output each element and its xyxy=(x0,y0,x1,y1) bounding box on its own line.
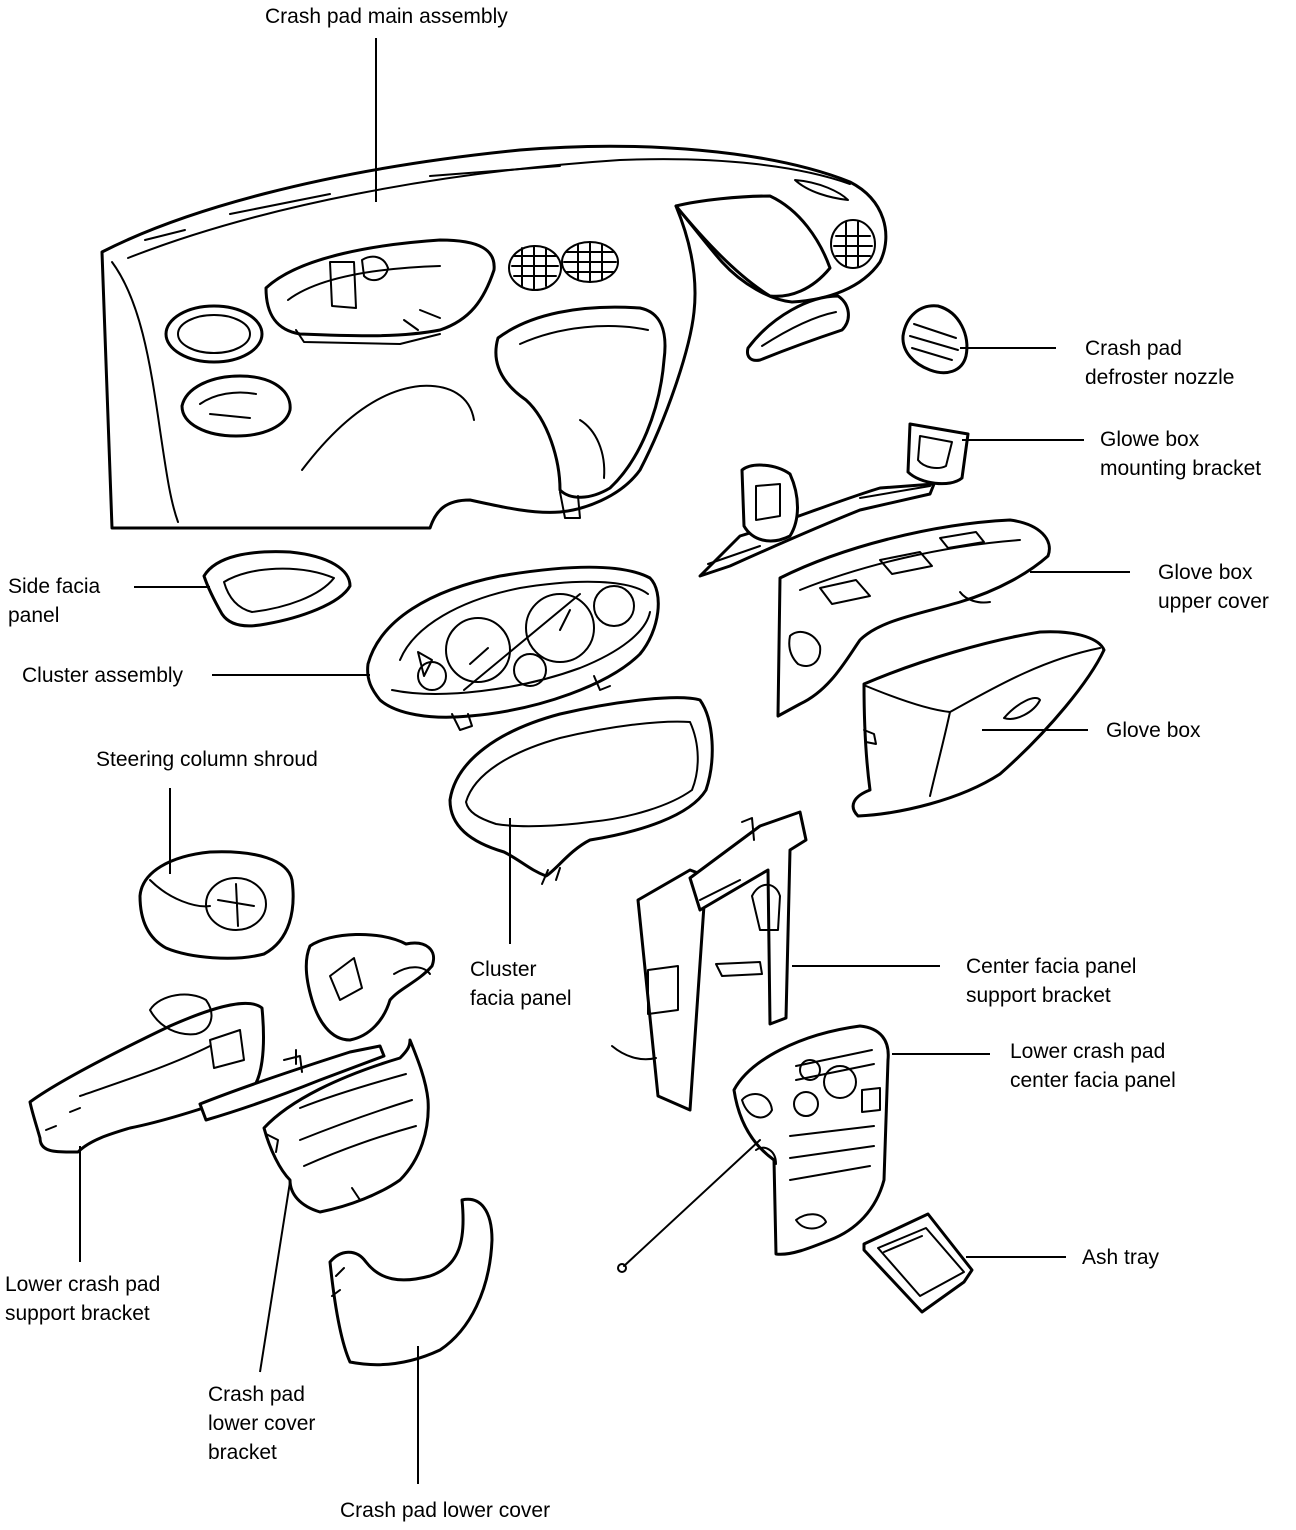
label-text: Crash pad main assembly xyxy=(265,5,508,28)
side-facia-panel xyxy=(202,550,352,628)
label-glove-box: Glove box xyxy=(1106,716,1201,745)
label-line: Glove box xyxy=(1158,561,1253,584)
label-line: Lower crash pad xyxy=(5,1273,161,1296)
label-line: Lower crash pad xyxy=(1010,1040,1166,1063)
center-vents xyxy=(508,241,619,291)
center-facia-panel-support-bracket xyxy=(611,810,808,1112)
label-glove-box-mounting-bracket: Glowe box mounting bracket xyxy=(1100,425,1261,483)
label-line: Glowe box xyxy=(1100,428,1200,451)
label-line: Crash pad xyxy=(1085,337,1182,360)
lower-crash-pad-support-bracket xyxy=(28,932,435,1154)
label-line: bracket xyxy=(208,1441,277,1464)
label-side-facia-panel: Side facia panel xyxy=(8,572,100,630)
label-line: panel xyxy=(8,604,60,627)
label-text: Cluster assembly xyxy=(22,664,184,687)
lower-crash-pad-center-facia-panel xyxy=(617,1024,890,1273)
glove-box xyxy=(851,630,1106,818)
label-text: Ash tray xyxy=(1082,1246,1160,1269)
label-line: Side facia xyxy=(8,575,101,598)
label-center-facia-panel-support-bracket: Center facia panel support bracket xyxy=(966,952,1136,1010)
label-text: Glove box xyxy=(1106,719,1201,742)
label-glove-box-upper-cover: Glove box upper cover xyxy=(1158,558,1269,616)
label-line: mounting bracket xyxy=(1100,457,1262,480)
label-line: lower cover xyxy=(208,1412,316,1435)
label-line: Cluster xyxy=(470,958,537,981)
crash-pad-defroster-nozzle xyxy=(901,304,969,375)
label-line: Crash pad xyxy=(208,1383,305,1406)
label-line: support bracket xyxy=(5,1302,150,1325)
leader-lines xyxy=(79,38,1130,1484)
glove-box-upper-cover xyxy=(776,518,1051,718)
label-crash-pad-main-assembly: Crash pad main assembly xyxy=(265,2,508,31)
label-line: defroster nozzle xyxy=(1085,366,1235,389)
label-crash-pad-lower-cover-bracket: Crash pad lower cover bracket xyxy=(208,1380,315,1467)
crash-pad-lower-cover-bracket xyxy=(262,1038,430,1214)
cluster-facia-panel xyxy=(448,696,714,885)
label-lower-crash-pad-center-facia-panel: Lower crash pad center facia panel xyxy=(1010,1037,1176,1095)
label-crash-pad-lower-cover: Crash pad lower cover xyxy=(340,1496,550,1525)
crash-pad-lower-cover xyxy=(328,1197,494,1367)
right-vent xyxy=(830,219,876,269)
steering-column-shroud xyxy=(138,850,295,960)
label-line: Center facia panel xyxy=(966,955,1137,978)
label-steering-column-shroud: Steering column shroud xyxy=(96,745,318,774)
label-ash-tray: Ash tray xyxy=(1082,1243,1159,1272)
label-line: upper cover xyxy=(1158,590,1269,613)
cluster-assembly xyxy=(366,565,660,731)
label-text: Steering column shroud xyxy=(96,748,318,771)
label-text: Crash pad lower cover xyxy=(340,1499,551,1522)
label-defroster-nozzle: Crash pad defroster nozzle xyxy=(1085,334,1234,392)
label-cluster-facia-panel: Cluster facia panel xyxy=(470,955,572,1013)
label-line: center facia panel xyxy=(1010,1069,1176,1092)
label-cluster-assembly: Cluster assembly xyxy=(22,661,183,690)
ash-tray xyxy=(862,1212,974,1314)
glove-box-mounting-bracket xyxy=(698,422,970,578)
crash-pad-main-assembly xyxy=(100,144,888,530)
label-lower-crash-pad-support-bracket: Lower crash pad support bracket xyxy=(5,1270,160,1328)
label-line: support bracket xyxy=(966,984,1111,1007)
label-line: facia panel xyxy=(470,987,572,1010)
